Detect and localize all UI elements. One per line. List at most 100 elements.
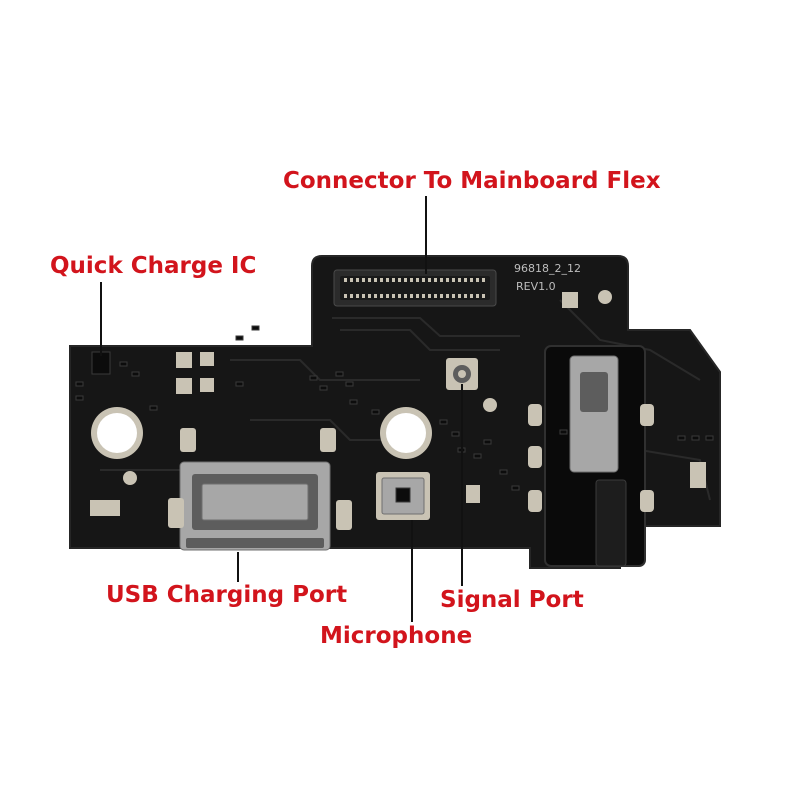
connector-pin xyxy=(344,278,347,282)
smd-component xyxy=(371,409,380,415)
callout-leaders xyxy=(100,196,463,622)
connector-pin xyxy=(398,294,401,298)
connector-pin xyxy=(464,294,467,298)
via-pad xyxy=(598,290,612,304)
connector-pin xyxy=(380,278,383,282)
connector-pin xyxy=(458,278,461,282)
connector-pin xyxy=(470,278,473,282)
ic-footprint-pad xyxy=(200,378,214,392)
smd-component xyxy=(235,335,244,341)
headphone-jack xyxy=(528,345,654,567)
smd-component xyxy=(119,361,128,367)
connector-pin xyxy=(416,294,419,298)
smd-component xyxy=(309,375,318,381)
connector-pin xyxy=(374,278,377,282)
smd-component xyxy=(439,419,448,425)
connector-pin xyxy=(368,278,371,282)
signal-port-connector xyxy=(446,358,478,390)
smd-component xyxy=(345,381,354,387)
ic-footprint-pad xyxy=(176,378,192,394)
connector-pin xyxy=(344,294,347,298)
connector-pin xyxy=(380,294,383,298)
connector-pin xyxy=(410,294,413,298)
mounting-hole-center xyxy=(380,407,432,459)
connector-pin xyxy=(356,278,359,282)
connector-pin xyxy=(446,294,449,298)
smd-component xyxy=(149,405,158,411)
connector-pin xyxy=(440,294,443,298)
connector-pin xyxy=(476,278,479,282)
smd-components xyxy=(75,325,714,491)
smd-component xyxy=(131,371,140,377)
label-usb-charging-port: USB Charging Port xyxy=(106,582,348,608)
smd-pad xyxy=(466,485,480,503)
connector-pin xyxy=(374,294,377,298)
connector-pin xyxy=(386,294,389,298)
smd-component xyxy=(483,439,492,445)
smd-component xyxy=(335,371,344,377)
connector-pin xyxy=(410,278,413,282)
connector-pin xyxy=(422,294,425,298)
smd-component xyxy=(75,395,84,401)
connector-pin xyxy=(398,278,401,282)
usb-c-port xyxy=(168,428,352,551)
smd-component xyxy=(511,485,520,491)
smd-component xyxy=(559,429,568,435)
smd-component xyxy=(235,381,244,387)
label-signal-port: Signal Port xyxy=(440,587,584,613)
connector-pin xyxy=(416,278,419,282)
smd-component xyxy=(319,385,328,391)
connector-pin xyxy=(422,278,425,282)
connector-pin xyxy=(452,294,455,298)
via-pad xyxy=(483,398,497,412)
smd-component xyxy=(691,435,700,441)
connector-pin xyxy=(386,278,389,282)
label-connector-to-mainboard-flex: Connector To Mainboard Flex xyxy=(283,168,661,194)
connector-pin xyxy=(428,278,431,282)
smd-component xyxy=(349,399,358,405)
connector-pin xyxy=(464,278,467,282)
connector-pin xyxy=(434,278,437,282)
mainboard-flex-connector xyxy=(333,269,497,307)
smd-component xyxy=(451,431,460,437)
smd-component xyxy=(705,435,714,441)
smd-component xyxy=(75,381,84,387)
smd-component xyxy=(473,453,482,459)
microphone-component xyxy=(376,472,430,520)
connector-pin xyxy=(356,294,359,298)
via-pad xyxy=(123,471,137,485)
connector-pin xyxy=(470,294,473,298)
connector-pin xyxy=(404,294,407,298)
smd-pad xyxy=(690,462,706,488)
connector-pin xyxy=(350,294,353,298)
ic-footprint-pad xyxy=(200,352,214,366)
ic-footprint-pad xyxy=(176,352,192,368)
connector-pin xyxy=(440,278,443,282)
connector-pin xyxy=(482,294,485,298)
connector-pin xyxy=(428,294,431,298)
smd-component xyxy=(677,435,686,441)
label-quick-charge-ic: Quick Charge IC xyxy=(50,253,257,279)
smd-component xyxy=(251,325,260,331)
connector-pin xyxy=(404,278,407,282)
revision-text: REV1.0 xyxy=(516,280,556,293)
connector-pin xyxy=(350,278,353,282)
smd-pad xyxy=(90,500,120,516)
connector-pin xyxy=(452,278,455,282)
label-microphone: Microphone xyxy=(320,623,473,649)
connector-pin xyxy=(362,278,365,282)
connector-pin xyxy=(434,294,437,298)
connector-pin xyxy=(458,294,461,298)
part-number-text: 96818_2_12 xyxy=(514,262,581,275)
connector-pin xyxy=(392,278,395,282)
smd-pad xyxy=(562,292,578,308)
connector-pin xyxy=(482,278,485,282)
smd-component xyxy=(499,469,508,475)
connector-pin xyxy=(362,294,365,298)
connector-pin xyxy=(446,278,449,282)
connector-pin xyxy=(368,294,371,298)
mounting-hole-left xyxy=(91,407,143,459)
connector-pin xyxy=(476,294,479,298)
